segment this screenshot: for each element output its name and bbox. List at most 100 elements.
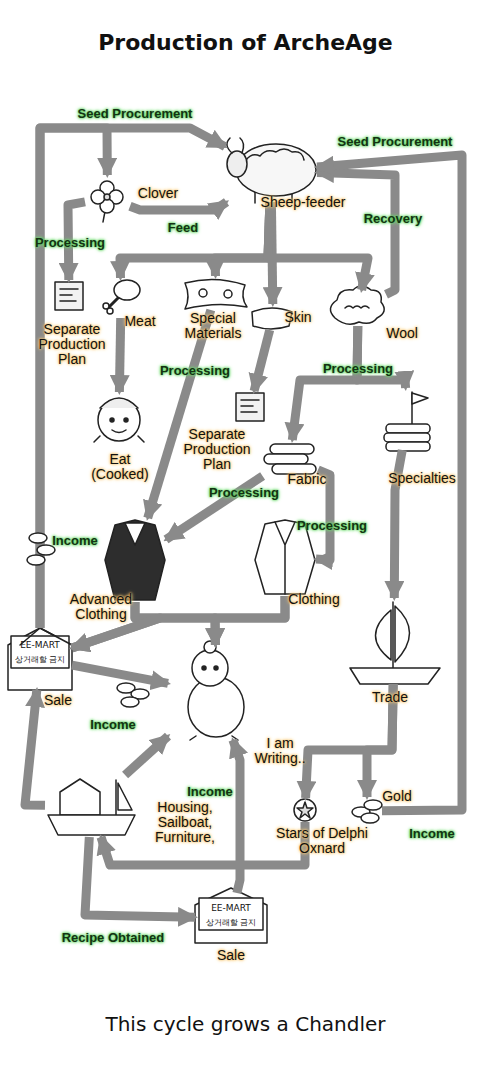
shop-house <box>8 628 72 690</box>
item-node: Eat (Cooked) <box>94 392 144 442</box>
edge-label: Recipe Obtained <box>62 930 165 945</box>
diagram-caption: This cycle grows a Chandler <box>0 1012 491 1036</box>
edge-label: Income <box>90 717 136 732</box>
gold-coin <box>364 800 382 810</box>
shop-sign <box>11 636 69 668</box>
item-node: Separate Production Plan <box>234 391 266 423</box>
plan-lines <box>241 400 259 412</box>
shop-sign <box>199 898 263 930</box>
item-node: Skin <box>250 304 296 330</box>
edge-label: Processing <box>160 363 230 378</box>
item-node: Meat <box>100 278 142 318</box>
item-node: Advanced Clothing <box>104 518 166 602</box>
wool-texture <box>345 306 369 308</box>
item-node: Specialties <box>382 388 434 450</box>
flow-arrow <box>25 690 45 805</box>
edge-label: Processing <box>209 485 279 500</box>
node-label: Meat <box>118 314 162 329</box>
coin <box>27 555 45 565</box>
housing-house <box>60 779 100 815</box>
star-shape <box>297 802 313 818</box>
shop-house <box>195 888 267 943</box>
specialty-log <box>386 442 430 451</box>
writer-feet <box>190 736 238 740</box>
edge-label: Processing <box>297 518 367 533</box>
material-symbol <box>199 289 207 297</box>
housing-hull <box>48 815 135 835</box>
flow-arrow <box>125 736 168 775</box>
flow-label: Income <box>52 533 98 548</box>
item-node: Stars of Delphi Oxnard <box>293 798 317 822</box>
sign-text: 상거래할 금지 <box>200 918 262 928</box>
sheep-leg <box>254 192 256 203</box>
node-label: Separate Production Plan <box>176 427 258 472</box>
cook-mouth <box>112 430 126 433</box>
ship-hull <box>350 668 440 684</box>
flow-arrow <box>40 128 225 628</box>
meat-bone-end <box>107 308 113 314</box>
plan-icon <box>236 393 264 421</box>
node-label: Clover <box>128 186 188 201</box>
sign-text: EE-MART <box>11 640 69 650</box>
specialty-log <box>384 433 430 442</box>
item-node: Gold <box>352 797 382 825</box>
node-label: Fabric <box>282 472 332 487</box>
cook-eye <box>124 418 128 422</box>
flow-arrow <box>317 155 462 811</box>
node-label: Skin <box>278 310 318 325</box>
ship-sail <box>395 606 410 662</box>
material-symbol <box>224 290 232 298</box>
flow-arrow <box>72 665 168 683</box>
sheep-head <box>227 151 247 177</box>
sign-text: 상거래할 금지 <box>11 655 69 665</box>
cook-head <box>98 399 140 441</box>
star-medal <box>294 799 316 821</box>
node-label: I am Writing.. <box>244 736 316 766</box>
ship-sail <box>376 610 392 660</box>
ship-mast <box>392 602 394 668</box>
flow-arrow <box>130 202 227 210</box>
flow-arrow <box>317 173 395 295</box>
writer-eye <box>214 666 218 670</box>
plan-icon <box>55 282 83 310</box>
writer-eye <box>202 666 206 670</box>
wool-ball <box>330 286 384 324</box>
node-label: Special Materials <box>172 311 254 341</box>
clover-petal <box>91 190 105 204</box>
coin <box>29 533 47 543</box>
item-node: Sheep-feeder <box>225 140 317 202</box>
robe-seam <box>275 522 295 594</box>
flow-arrow <box>292 326 358 440</box>
node-label: Wool <box>379 326 425 341</box>
housing-sail <box>118 783 132 810</box>
edge-label: Processing <box>35 235 105 250</box>
specialty-log <box>386 424 430 433</box>
material-scroll <box>185 279 247 309</box>
item-node: Clover <box>85 175 130 220</box>
plan-lines <box>60 289 78 301</box>
flow-arrow <box>268 202 368 290</box>
node-label: Housing, Sailboat, Furniture, <box>145 800 225 845</box>
item-node: I am Writing.. <box>168 645 264 740</box>
node-label: Sale <box>38 693 78 708</box>
writer-head <box>192 650 228 686</box>
cook-hat <box>100 398 138 408</box>
node-label: Sale <box>211 948 251 963</box>
node-label: Separate Production Plan <box>31 322 113 367</box>
node-label: Advanced Clothing <box>61 592 141 622</box>
node-label: Clothing <box>279 592 349 607</box>
node-label: Gold <box>377 789 417 804</box>
node-label: Specialties <box>382 471 462 486</box>
gold-coin <box>361 813 379 823</box>
cook-arms <box>94 436 144 442</box>
node-label: Eat (Cooked) <box>88 452 152 482</box>
housing-mast <box>115 780 117 815</box>
flow-arrow <box>233 740 240 893</box>
flow-arrow <box>120 202 270 278</box>
edge-label: Recovery <box>364 211 423 226</box>
meat-piece <box>114 280 140 300</box>
robe-collar <box>125 523 145 545</box>
item-node: Wool <box>330 290 386 326</box>
edge-label: Feed <box>168 220 198 235</box>
sheep-horn <box>240 138 244 153</box>
